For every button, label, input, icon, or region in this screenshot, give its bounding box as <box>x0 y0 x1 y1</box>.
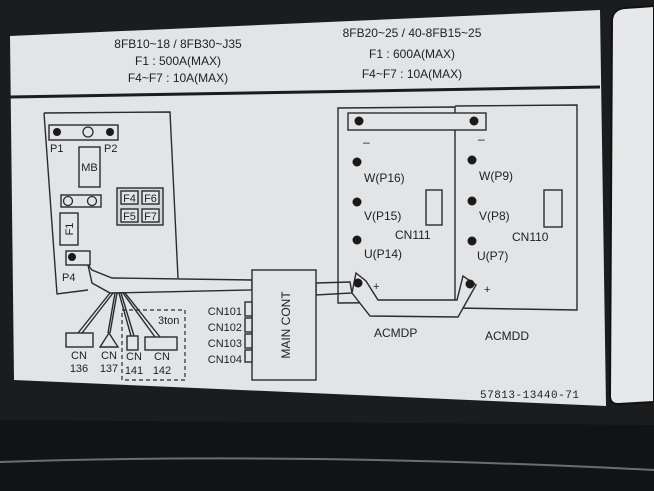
acmdd-box <box>454 104 578 311</box>
terminal-icon <box>465 279 475 289</box>
diagram-shape <box>141 208 160 223</box>
terminal-w-p9: W(P9) <box>479 169 513 183</box>
f1-label: F1 <box>64 223 76 236</box>
fuse-f1 <box>59 212 79 246</box>
adjacent-panel <box>608 4 654 406</box>
terminal-icon <box>467 236 477 246</box>
main-controller-label: MAIN CONT <box>279 291 293 359</box>
mb-contactor <box>78 146 101 188</box>
fuse-f5-label: F5 <box>123 211 136 223</box>
header-left: 8FB10~18 / 8FB30~J35 F1 : 500A(MAX) F4~F… <box>114 37 242 85</box>
diagram-shape <box>244 349 253 363</box>
fuse-f6-label: F6 <box>144 193 157 205</box>
connector-cn111 <box>425 189 443 226</box>
port-cn104: CN104 <box>208 354 242 366</box>
f4-f7-rating-left: F4~F7 : 10A(MAX) <box>128 71 228 85</box>
branch-wires <box>77 292 161 338</box>
connector-cn110 <box>543 189 563 228</box>
f1-rating-left: F1 : 500A(MAX) <box>135 54 221 68</box>
terminal-u-p7: U(P7) <box>477 249 508 263</box>
terminal-icon <box>353 278 363 288</box>
p4-label: P4 <box>62 272 75 284</box>
connector-cn142 <box>144 336 178 351</box>
terminal-open-icon <box>82 126 94 138</box>
terminal-icon <box>352 235 362 245</box>
terminal-icon <box>352 157 362 167</box>
diagram-shape <box>244 301 253 317</box>
acmdd-minus: – <box>478 132 485 146</box>
diagram-shape <box>77 292 114 334</box>
terminal-u-p14: U(P14) <box>364 247 402 261</box>
left-unit: P1 P2 MB F1 P4 F4 F6 F5 F7 <box>43 111 179 295</box>
f1-rating-right: F1 : 600A(MAX) <box>369 47 455 61</box>
main-controller <box>251 269 317 381</box>
mb-label: MB <box>81 162 98 174</box>
terminal-icon <box>469 116 479 126</box>
acmdp-plus: + <box>373 281 379 293</box>
connector-cn141 <box>126 335 139 351</box>
terminal-p2-icon <box>106 128 114 136</box>
connector-cn136 <box>65 332 94 348</box>
cn137-number: 137 <box>100 363 118 375</box>
diagram-shape <box>118 292 135 337</box>
terminal-p1-icon <box>53 128 61 136</box>
acmdd-plus: + <box>484 284 490 296</box>
diagram-shape <box>244 333 253 349</box>
acmdp-label: ACMDP <box>374 326 417 340</box>
part-number: 57813-13440-71 <box>480 390 579 402</box>
port-cn103: CN103 <box>208 338 242 350</box>
terminal-icon <box>467 196 477 206</box>
diagram-shape <box>120 190 139 205</box>
header-right: 8FB20~25 / 40-8FB15~25 F1 : 600A(MAX) F4… <box>343 26 482 81</box>
terminal-v-p15: V(P15) <box>364 209 401 223</box>
models-left: 8FB10~18 / 8FB30~J35 <box>114 37 242 51</box>
cn136-number: 136 <box>70 363 88 375</box>
cn141-label: CN <box>126 351 142 363</box>
diagram-shape <box>107 292 118 334</box>
header-divider <box>9 85 601 99</box>
frame-bottom <box>0 420 654 491</box>
terminal-open-icon <box>86 195 98 207</box>
diagram-shape <box>122 292 161 338</box>
p2-label: P2 <box>104 143 117 155</box>
fuse-f4-label: F4 <box>123 193 136 205</box>
connector-cn137 <box>98 331 120 348</box>
cn137-label: CN <box>101 350 117 362</box>
diagram-shape <box>244 317 253 333</box>
option-3ton-label: 3ton <box>158 315 179 327</box>
dc-minus-busbar <box>347 112 487 131</box>
f4-f7-rating-right: F4~F7 : 10A(MAX) <box>362 67 462 81</box>
port-cn101: CN101 <box>208 306 242 318</box>
cn142-label: CN <box>154 351 170 363</box>
fuse-f7-label: F7 <box>144 211 157 223</box>
terminal-p4-icon <box>68 253 76 261</box>
p1-label: P1 <box>50 143 63 155</box>
acmdp-terminals: W(P16) V(P15) U(P14) CN111 <box>352 157 443 261</box>
port-cn102: CN102 <box>208 322 242 334</box>
cn141-number: 141 <box>125 365 143 377</box>
terminal-icon <box>467 155 477 165</box>
cn142-number: 142 <box>153 365 171 377</box>
main-controller-ports: CN101 CN102 CN103 CN104 <box>208 301 253 366</box>
option-3ton-box <box>121 309 186 381</box>
acmdd-label: ACMDD <box>485 329 529 343</box>
acmdd-terminals: W(P9) V(P8) U(P7) CN110 <box>467 155 563 263</box>
diagram-shape <box>141 190 160 205</box>
cn110-label: CN110 <box>512 230 549 244</box>
diagram-shape <box>120 208 139 223</box>
terminal-icon <box>352 197 362 207</box>
terminal-w-p16: W(P16) <box>364 171 405 185</box>
cn136-label: CN <box>71 350 87 362</box>
acmdp-minus: – <box>363 135 370 149</box>
terminal-open-icon <box>62 195 74 207</box>
diagram-shape <box>43 111 179 295</box>
harness-to-acmdp <box>315 281 353 296</box>
terminal-v-p8: V(P8) <box>479 209 510 223</box>
cn111-label: CN111 <box>395 228 431 242</box>
terminal-icon <box>354 116 364 126</box>
frame-edge-highlight <box>0 457 654 471</box>
models-right: 8FB20~25 / 40-8FB15~25 <box>343 26 482 40</box>
